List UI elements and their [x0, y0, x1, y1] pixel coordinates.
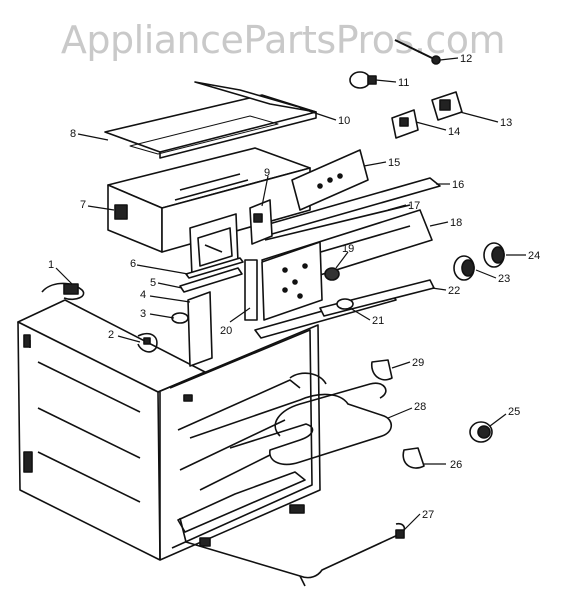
part-20-tube [244, 259, 258, 321]
callout-11: 11 [398, 77, 409, 89]
part-14-switch [391, 109, 419, 139]
part-26-clip [402, 447, 425, 469]
part-6-strip [185, 257, 244, 279]
callout-2: 2 [108, 329, 114, 341]
part-10-top-rail [194, 81, 317, 113]
callout-28: 28 [414, 401, 426, 413]
oven-cabinet [17, 299, 321, 561]
callout-labels: 1 2 3 4 5 6 7 8 9 10 11 12 13 14 15 16 1… [48, 53, 540, 521]
callout-5: 5 [150, 277, 156, 289]
callout-3: 3 [140, 308, 146, 320]
callout-4: 4 [140, 289, 146, 301]
callout-25: 25 [508, 406, 520, 418]
part-4-bracket [187, 291, 213, 367]
callout-8: 8 [70, 128, 76, 140]
part-17-rail [264, 204, 411, 241]
callout-21: 21 [372, 315, 384, 327]
callout-14: 14 [448, 126, 460, 138]
part-11-bulb [349, 71, 377, 89]
callout-19: 19 [342, 243, 354, 255]
callout-12: 12 [460, 53, 472, 65]
part-12-probe [394, 39, 441, 65]
callout-16: 16 [452, 179, 464, 191]
callout-15: 15 [388, 157, 400, 169]
callout-17: 17 [408, 200, 420, 212]
callout-27: 27 [422, 509, 434, 521]
part-25-knob [469, 421, 493, 443]
part-15-panel [291, 149, 369, 211]
part-2-bracket [137, 332, 158, 353]
part-29-clip [370, 359, 393, 381]
callout-29: 29 [412, 357, 424, 369]
part-window-frame [189, 213, 239, 277]
part-24-knob [483, 242, 505, 268]
part-22-rail [319, 279, 435, 317]
callout-9: 9 [264, 167, 270, 179]
callout-24: 24 [528, 250, 540, 262]
part-1-connector [41, 282, 85, 301]
part-28-element [189, 372, 393, 466]
callout-23: 23 [498, 273, 510, 285]
callout-18: 18 [450, 217, 462, 229]
part-23-knob [453, 255, 475, 281]
part-9-bracket [249, 199, 273, 245]
callout-13: 13 [500, 117, 512, 129]
part-front-bracket [261, 241, 323, 321]
part-27-element [179, 517, 406, 587]
callout-26: 26 [450, 459, 462, 471]
callout-7: 7 [80, 199, 86, 211]
leader-lines [55, 57, 526, 531]
part-5-strip [179, 267, 243, 293]
callout-6: 6 [130, 258, 136, 270]
callout-22: 22 [448, 285, 460, 297]
callout-1: 1 [48, 259, 54, 271]
part-19-knob [324, 267, 340, 281]
callout-20: 20 [220, 325, 232, 337]
callout-10: 10 [338, 115, 350, 127]
part-13-switch [431, 91, 463, 121]
part-3-sensor [171, 312, 189, 324]
